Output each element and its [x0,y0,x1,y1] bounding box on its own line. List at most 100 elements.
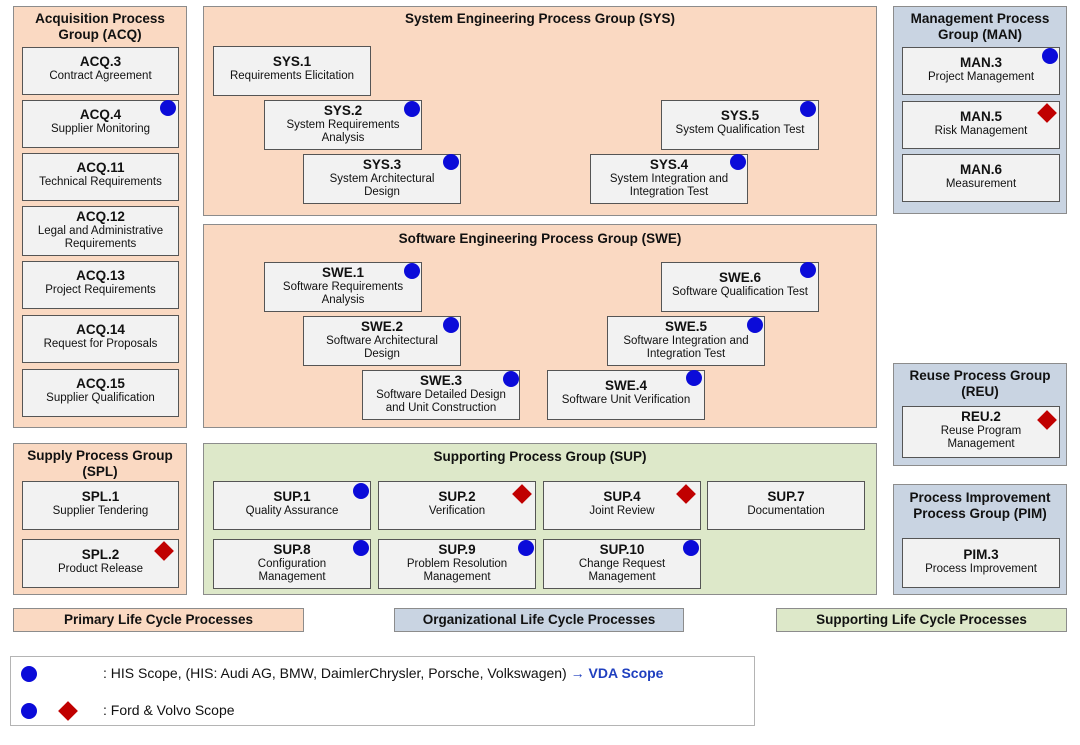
process-id: SUP.9 [438,542,476,557]
process-spl1: SPL.1 Supplier Tendering [22,481,179,530]
his-scope-marker [518,540,534,556]
process-id: SPL.2 [81,547,120,562]
process-id: SYS.4 [649,157,689,172]
process-name: Requirements Elicitation [229,70,354,82]
process-id: MAN.5 [959,109,1002,124]
process-id: ACQ.4 [79,107,122,122]
his-scope-marker [747,317,763,333]
process-acq14: ACQ.14 Request for Proposals [22,315,179,363]
pim-group-title: Process Improvement Process Group (PIM) [909,490,1051,521]
primary-life-cycle-label: Primary Life Cycle Processes [13,608,304,632]
ford-scope-legend-text: : Ford & Volvo Scope [103,702,235,718]
process-name: Software Requirements Analysis [282,281,404,306]
sup-group-title: Supporting Process Group (SUP) [433,449,647,464]
his-scope-marker [1042,48,1058,64]
process-name: System Qualification Test [675,124,805,136]
process-name: Software Qualification Test [672,286,808,298]
organizational-life-cycle-label: Organizational Life Cycle Processes [394,608,684,632]
his-scope-marker [730,154,746,170]
his-scope-marker [353,483,369,499]
process-sys4: SYS.4 System Integration and Integration… [590,154,748,204]
his-scope-marker [683,540,699,556]
process-id: SWE.5 [664,319,707,334]
his-scope-marker [800,101,816,117]
process-name: System Requirements Analysis [286,119,400,144]
his-scope-marker [503,371,519,387]
his-scope-marker [686,370,702,386]
his-scope-legend-marker [21,666,37,682]
process-id: SUP.7 [767,489,805,504]
process-id: SUP.1 [273,489,311,504]
process-id: ACQ.12 [76,209,125,224]
reu-group-title: Reuse Process Group (REU) [909,368,1051,399]
process-id: SYS.5 [720,108,760,123]
process-id: SUP.4 [603,489,641,504]
supporting-life-cycle-label: Supporting Life Cycle Processes [776,608,1067,632]
his-scope-marker [353,540,369,556]
process-swe2: SWE.2 Software Architectural Design [303,316,461,366]
his-scope-marker [443,154,459,170]
man-group-title: Management Process Group (MAN) [910,11,1050,42]
acq-group-title: Acquisition Process Group (ACQ) [35,11,165,42]
process-name: Project Requirements [45,284,156,296]
process-sup2: SUP.2 Verification [378,481,536,530]
process-id: SYS.2 [323,103,363,118]
process-name: Technical Requirements [39,176,162,188]
process-id: REU.2 [961,409,1001,424]
spl-group-title: Supply Process Group (SPL) [27,448,173,479]
process-name: Verification [428,505,486,517]
process-acq11: ACQ.11 Technical Requirements [22,153,179,201]
process-acq13: ACQ.13 Project Requirements [22,261,179,309]
process-sup4: SUP.4 Joint Review [543,481,701,530]
process-id: SUP.8 [273,542,311,557]
process-man3: MAN.3 Project Management [902,47,1060,95]
legend: : HIS Scope, (HIS: Audi AG, BMW, Daimler… [10,656,755,726]
process-id: SWE.6 [718,270,761,285]
process-acq4: ACQ.4 Supplier Monitoring [22,100,179,148]
process-reu2: REU.2 Reuse Program Management [902,406,1060,458]
his-scope-marker [404,101,420,117]
process-id: SUP.10 [599,542,645,557]
his-scope-marker [443,317,459,333]
process-id: ACQ.14 [76,322,125,337]
process-sup10: SUP.10 Change Request Management [543,539,701,589]
process-id: ACQ.11 [76,160,125,175]
process-id: SWE.4 [604,378,647,393]
process-acq12: ACQ.12 Legal and Administrative Requirem… [22,206,179,256]
process-id: SUP.2 [438,489,476,504]
process-id: SWE.1 [321,265,364,280]
process-name: Supplier Qualification [46,392,155,404]
process-name: Risk Management [934,125,1028,137]
process-name: Change Request Management [578,558,666,583]
process-name: Legal and Administrative Requirements [37,225,164,250]
process-sup9: SUP.9 Problem Resolution Management [378,539,536,589]
process-swe3: SWE.3 Software Detailed Design and Unit … [362,370,520,420]
his-scope-marker [404,263,420,279]
process-id: SYS.3 [362,157,402,172]
his-scope-marker [800,262,816,278]
process-id: ACQ.15 [76,376,125,391]
sys-group-title: System Engineering Process Group (SYS) [404,11,676,26]
process-id: ACQ.13 [76,268,125,283]
process-name: Request for Proposals [43,338,158,350]
process-sys1: SYS.1 Requirements Elicitation [213,46,371,96]
process-name: Product Release [57,563,144,575]
process-swe1: SWE.1 Software Requirements Analysis [264,262,422,312]
process-id: PIM.3 [963,547,999,562]
process-pim3: PIM.3 Process Improvement [902,538,1060,588]
process-id: ACQ.3 [79,54,122,69]
process-sys5: SYS.5 System Qualification Test [661,100,819,150]
process-id: MAN.6 [959,162,1002,177]
vda-scope-label: VDA Scope [588,665,664,681]
process-name: Software Detailed Design and Unit Constr… [376,389,506,414]
process-id: SYS.1 [272,54,312,69]
process-name: Joint Review [589,505,655,517]
his-scope-description: : HIS Scope, (HIS: Audi AG, BMW, Daimler… [103,665,567,681]
process-man5: MAN.5 Risk Management [902,101,1060,149]
process-swe6: SWE.6 Software Qualification Test [661,262,819,312]
process-id: SWE.3 [419,373,462,388]
process-swe5: SWE.5 Software Integration and Integrati… [607,316,765,366]
ford-scope-legend-diamond [58,701,78,721]
process-name: System Integration and Integration Test [609,173,729,198]
process-acq15: ACQ.15 Supplier Qualification [22,369,179,417]
